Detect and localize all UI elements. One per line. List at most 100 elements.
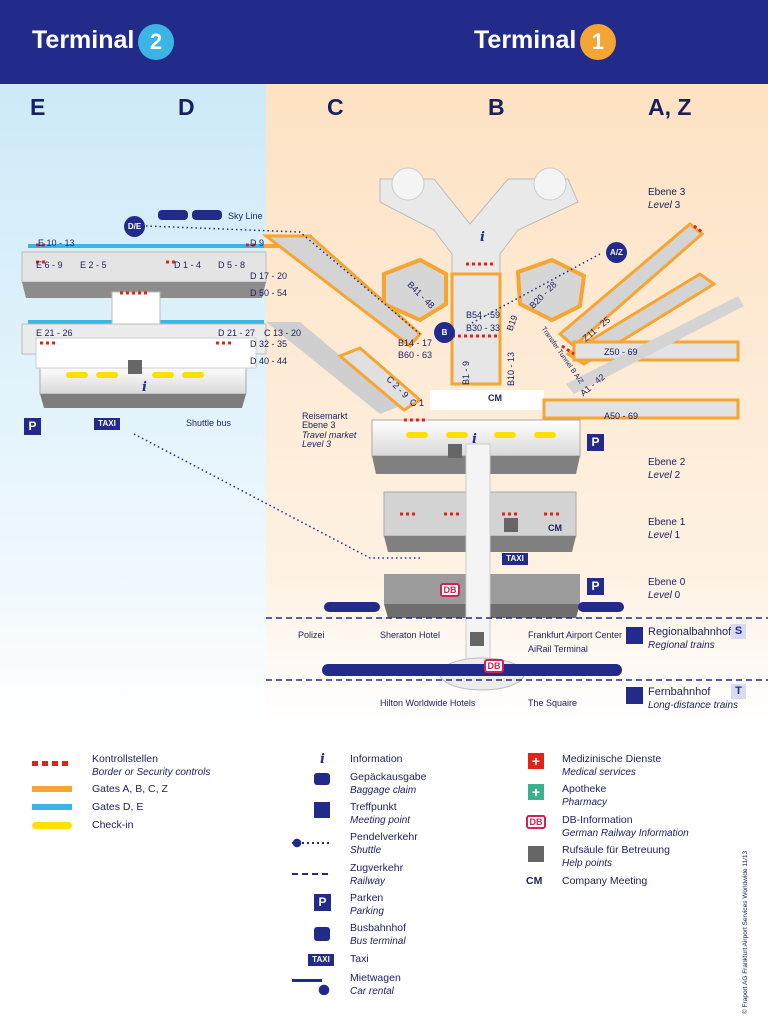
terminal1-main-hall bbox=[371, 419, 581, 691]
security-swatch bbox=[32, 761, 72, 766]
information-icon: i bbox=[472, 432, 477, 447]
polizei-label: Polizei bbox=[298, 630, 325, 640]
gate-label: E 21 - 26 bbox=[36, 328, 73, 338]
sheraton-label: Sheraton Hotel bbox=[380, 630, 441, 640]
az-shuttle-stop: A/Z bbox=[606, 242, 627, 263]
s-bahn-badge: S bbox=[731, 624, 746, 639]
gate-label: B60 - 63 bbox=[398, 350, 433, 360]
legend-checkin: Check-in bbox=[92, 819, 134, 831]
hall-e-label: E bbox=[30, 94, 46, 120]
terminal2-piers bbox=[21, 244, 308, 408]
legend-cm: Company Meeting bbox=[562, 875, 648, 887]
taxi-icon: TAXI bbox=[94, 418, 120, 430]
t-badge: T bbox=[731, 684, 746, 699]
gate-label: B10 - 13 bbox=[506, 351, 517, 387]
hilton-label: Hilton Worldwide Hotels bbox=[380, 698, 476, 708]
airrail-label: AiRail Terminal bbox=[528, 644, 588, 654]
gate-label: D 5 - 8 bbox=[218, 260, 246, 270]
skyline-label: Sky Line bbox=[228, 211, 263, 221]
legend-information: Information bbox=[350, 753, 403, 765]
gate-label: C 13 - 20 bbox=[264, 328, 302, 338]
taxi-icon: TAXI bbox=[502, 553, 528, 565]
terminal2-badge: 2 bbox=[138, 24, 174, 60]
railway-lines bbox=[266, 602, 768, 681]
de-shuttle-stop: D/E bbox=[124, 216, 145, 237]
airport-map bbox=[21, 167, 768, 691]
travel-market-level: Level 3 bbox=[302, 439, 332, 449]
gate-label: D 32 - 35 bbox=[250, 339, 288, 349]
shuttle-icon bbox=[292, 838, 332, 848]
pharmacy-icon: + bbox=[528, 784, 544, 800]
terminal1-title: Terminal bbox=[474, 26, 577, 54]
gate-label: B30 - 33 bbox=[466, 323, 501, 333]
b-shuttle-stop: B bbox=[434, 322, 455, 343]
information-icon: i bbox=[142, 380, 147, 395]
cm-icon: CM bbox=[526, 875, 543, 887]
terminal-header: Terminal 2 Terminal 1 bbox=[0, 0, 768, 84]
long-distance-train-icon bbox=[626, 687, 643, 704]
airport-center-label: Frankfurt Airport Center bbox=[528, 630, 623, 640]
shuttle-bus-label: Shuttle bus bbox=[186, 418, 232, 428]
gate-label: D 9 bbox=[250, 238, 265, 248]
railway-icon bbox=[292, 873, 332, 875]
gates-abcz-swatch bbox=[32, 786, 72, 792]
shuttle-routes bbox=[133, 210, 601, 559]
hall-b-label: B bbox=[488, 94, 505, 120]
medical-icon: + bbox=[528, 753, 544, 769]
gate-label: E 6 - 9 bbox=[36, 260, 63, 270]
gate-label: Z50 - 69 bbox=[604, 347, 638, 357]
gate-label: A50 - 69 bbox=[604, 411, 639, 421]
information-icon: i bbox=[480, 230, 485, 245]
help-point-icon bbox=[528, 846, 544, 862]
db-icon: DB bbox=[526, 815, 546, 829]
security-controls bbox=[36, 224, 703, 516]
legend-gates-abcz: Gates A, B, C, Z bbox=[92, 783, 168, 795]
hall-d-label: D bbox=[178, 94, 195, 120]
gate-label: D 40 - 44 bbox=[250, 356, 288, 366]
gates-de-swatch bbox=[32, 804, 72, 810]
taxi-icon: TAXI bbox=[308, 954, 334, 966]
terminal1-hall-c bbox=[261, 234, 423, 414]
gate-label: B14 - 17 bbox=[398, 338, 433, 348]
parking-icon: P bbox=[24, 418, 41, 435]
legend-taxi: Taxi bbox=[350, 953, 369, 965]
bus-icon bbox=[314, 927, 330, 941]
parking-icon: P bbox=[587, 578, 604, 595]
squaire-label: The Squaire bbox=[528, 698, 578, 708]
car-rental-icon bbox=[292, 975, 332, 995]
db-icon: DB bbox=[440, 583, 460, 597]
db-icon: DB bbox=[484, 659, 504, 673]
gate-label: D 50 - 54 bbox=[250, 288, 288, 298]
copyright-note: © Fraport AG Frankfurt Airport Services … bbox=[742, 850, 749, 1014]
gate-label: C 1 bbox=[410, 398, 425, 408]
parking-icon: P bbox=[314, 894, 331, 911]
gate-label: E 10 - 13 bbox=[38, 238, 75, 248]
parking-icon: P bbox=[587, 434, 604, 451]
gate-label: B1 - 9 bbox=[461, 360, 472, 386]
travel-market-label: Travel market bbox=[302, 430, 357, 440]
terminal1-hall-b bbox=[379, 167, 587, 410]
cm-label: CM bbox=[488, 393, 502, 403]
cm-label: CM bbox=[548, 523, 562, 533]
meeting-point-icon bbox=[314, 802, 330, 818]
legend-gates-de: Gates D, E bbox=[92, 801, 144, 813]
hall-c-label: C bbox=[327, 94, 344, 120]
information-icon: i bbox=[320, 752, 325, 767]
reisemarkt-level: Ebene 3 bbox=[302, 420, 336, 430]
